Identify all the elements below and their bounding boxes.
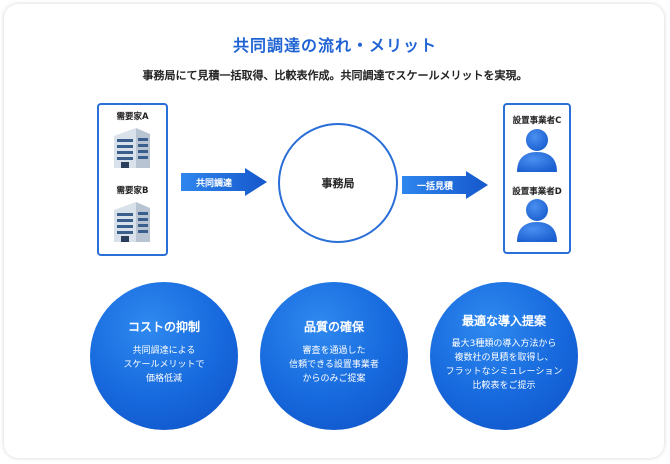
benefit-line: 信頼できる設置事業者 [289,360,379,370]
office-building-icon [114,128,150,168]
benefit-title: 最適な導入提案 [461,314,546,328]
benefit-description: 審査を通過した 信頼できる設置事業者 からのみご提案 [260,344,408,386]
benefit-optimal-proposal: 最適な導入提案 最大3種類の導入方法から 複数社の見積を取得し、 フラットなシミ… [430,282,578,430]
benefit-description: 最大3種類の導入方法から 複数社の見積を取得し、 フラットなシミュレーション 比… [430,337,578,393]
benefit-line: 審査を通過した [302,346,366,356]
demand-label-a: 需要家A [116,112,149,122]
benefit-line: フラットなシミュレーション [445,367,563,377]
benefit-quality-assurance: 品質の確保 審査を通過した 信頼できる設置事業者 からのみご提案 [260,282,408,430]
arrow-label-bulk-quote: 一括見積 [416,182,453,192]
installer-label-c: 設置事業者C [512,116,562,126]
benefit-line: 共同調達による [132,346,196,356]
person-icon [517,199,557,242]
benefit-line: からのみご提案 [302,374,366,384]
benefit-cost-reduction: コストの抑制 共同調達による スケールメリットで 価格低減 [90,282,238,430]
benefit-line: 複数社の見積を取得し、 [454,353,554,363]
office-building-icon [114,202,150,242]
benefit-line: スケールメリットで [123,360,205,370]
benefit-description: 共同調達による スケールメリットで 価格低減 [90,344,238,386]
benefit-line: 比較表をご提示 [472,381,536,391]
secretariat-circle: 事務局 [278,123,398,243]
benefit-title: 品質の確保 [303,320,364,334]
demand-label-b: 需要家B [116,186,149,196]
page-title: 共同調達の流れ・メリット [232,36,437,55]
arrow-label-joint-procurement: 共同調達 [195,179,232,189]
secretariat-label: 事務局 [321,177,355,190]
arrow-right-icon [402,171,488,199]
installer-label-d: 設置事業者D [512,187,562,197]
benefit-title: コストの抑制 [127,320,200,334]
arrow-right-icon [181,168,267,196]
benefit-line: 価格低減 [145,374,182,384]
person-icon [517,129,557,172]
page-subtitle: 事務局にて見積一括取得、比較表作成。共同調達でスケールメリットを実現。 [142,69,528,82]
benefit-line: 最大3種類の導入方法から [451,339,557,349]
